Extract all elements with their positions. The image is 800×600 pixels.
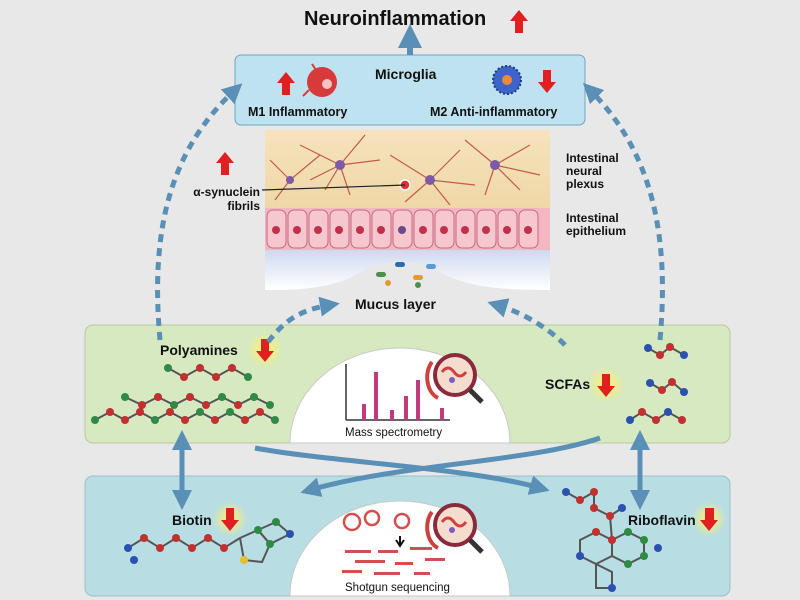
down-arrow-icon	[221, 508, 239, 531]
page-title: Neuroinflammation	[304, 8, 487, 30]
polyamines-to-microglia-arrow	[155, 83, 243, 341]
scfas-to-microglia-arrow	[582, 82, 665, 341]
mass-spec-label: Mass spectrometry	[345, 427, 443, 439]
biotin-label: Biotin	[172, 512, 212, 528]
polyamines-riboflavin-link	[254, 445, 550, 495]
up-arrow-icon	[510, 10, 528, 33]
epithelium-label: Intestinal epithelium	[566, 211, 627, 238]
m2-microglia-icon	[492, 65, 522, 95]
m1-microglia-icon	[302, 63, 337, 97]
shotgun-reads	[342, 509, 445, 575]
mucus-label: Mucus layer	[355, 296, 436, 312]
riboflavin-label: Riboflavin	[628, 512, 696, 528]
magnifier-icon-2	[425, 503, 484, 554]
scfas-label: SCFAs	[545, 376, 591, 392]
synuclein-label: α-synuclein fibrils	[193, 185, 260, 213]
down-arrow-icon	[256, 339, 274, 362]
riboflavin-molecule	[562, 488, 662, 592]
shotgun-label: Shotgun sequencing	[345, 582, 450, 594]
polyamines-label: Polyamines	[160, 342, 238, 358]
mass-spec-chart	[345, 364, 450, 421]
polyamine-molecule	[91, 364, 279, 424]
gut-illustration	[261, 130, 550, 290]
biotin-molecule	[124, 518, 294, 564]
down-arrow-icon	[538, 70, 556, 93]
magnifier-icon-1	[425, 353, 484, 404]
scfa-molecule	[626, 343, 688, 424]
polyamines-to-mucus-arrow	[266, 296, 340, 344]
up-arrow-icon	[216, 152, 234, 175]
scfas-biotin-link	[300, 435, 601, 497]
up-arrow-icon	[277, 72, 295, 95]
down-arrow-icon	[700, 508, 718, 531]
m2-label: M2 Anti-inflammatory	[430, 105, 558, 119]
neural-plexus-label: Intestinal neural plexus	[566, 151, 619, 191]
m1-label: M1 Inflammatory	[248, 105, 348, 119]
down-arrow-icon	[597, 374, 615, 397]
scfas-to-mucus-arrow	[487, 298, 567, 347]
microglia-label: Microglia	[375, 66, 437, 82]
